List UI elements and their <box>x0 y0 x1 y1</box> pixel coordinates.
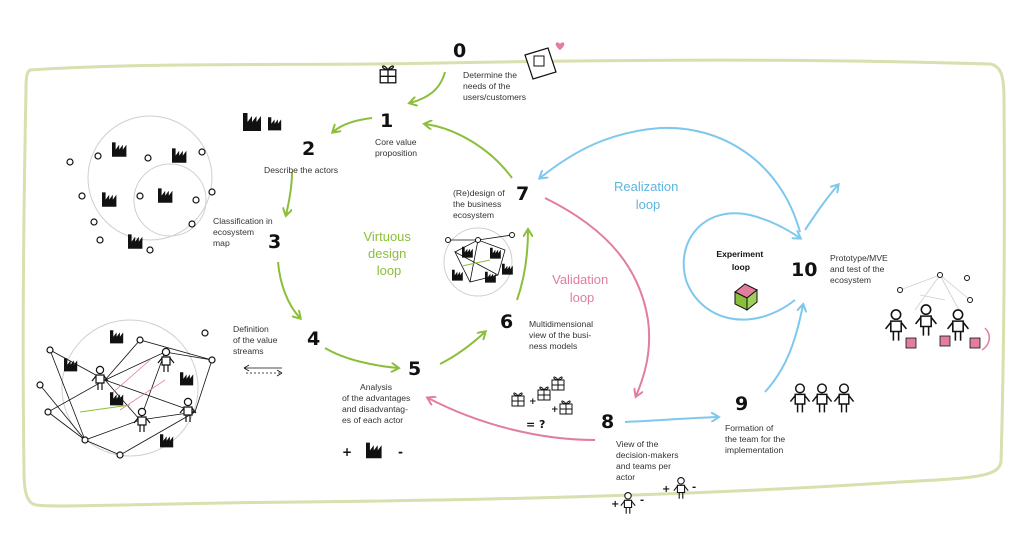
step-label-2: Describe the actors <box>264 165 338 175</box>
team-illustration <box>789 383 855 414</box>
virtuous-loop-arrows <box>277 71 528 368</box>
step-number-1: 1 <box>380 110 393 132</box>
step-number-10: 10 <box>791 259 817 281</box>
factory-icon <box>243 113 282 131</box>
minus-sign: - <box>398 445 403 459</box>
step-label-6: Multidimensional view of the busi- ness … <box>529 319 595 351</box>
step-number-3: 3 <box>268 231 281 253</box>
experiment-loop-title: Experiment loop <box>716 249 765 272</box>
step-label-5: Analysis of the advantages and disadvant… <box>342 382 413 425</box>
svg-text:+: + <box>611 499 619 510</box>
pro-con-illustration: + - <box>342 442 403 459</box>
svg-text:+: + <box>529 397 537 407</box>
gift-equation-illustration: + + = ? <box>511 376 573 431</box>
step-number-6: 6 <box>500 311 513 333</box>
step-label-8: View of the decision-makers and teams pe… <box>616 439 681 482</box>
ecosystem-map-illustration <box>66 115 216 254</box>
redesign-network-illustration <box>443 227 515 297</box>
step-label-0: Determine the needs of the users/custome… <box>463 70 526 102</box>
step-number-5: 5 <box>408 358 421 380</box>
svg-text:-: - <box>692 482 696 493</box>
decision-makers-illustration: + - + - <box>611 477 696 515</box>
svg-text:= ?: = ? <box>526 418 545 431</box>
step-number-0: 0 <box>453 40 466 62</box>
svg-text:+: + <box>662 484 670 495</box>
realization-loop-title: Realization loop <box>614 179 682 212</box>
validation-loop-title: Validation loop <box>552 272 612 305</box>
experiment-cube-icon <box>734 283 758 312</box>
step-label-1: Core value proposition <box>375 137 419 158</box>
step-label-4: Definition of the value streams <box>233 324 280 356</box>
svg-text:+: + <box>551 405 559 415</box>
step-label-7: (Re)design of the business ecosystem <box>453 188 507 220</box>
svg-text:-: - <box>640 495 644 506</box>
step-number-7: 7 <box>516 183 529 205</box>
step-label-9: Formation of the team for the implementa… <box>725 423 788 455</box>
gift-icon <box>379 65 397 84</box>
frame-outline <box>21 58 1006 508</box>
step-number-2: 2 <box>302 138 315 160</box>
validation-loop-arrows <box>428 197 651 441</box>
plus-sign: + <box>342 445 352 459</box>
document-icon <box>524 42 565 80</box>
step-number-8: 8 <box>601 411 614 433</box>
virtuous-design-loop-title: Virtuous design loop <box>363 229 414 278</box>
realization-loop-arrows <box>540 126 838 423</box>
step-label-3: Classification in ecosystem map <box>213 216 275 248</box>
value-stream-arrows <box>243 364 283 377</box>
step-label-10: Prototype/MVE and test of the ecosystem <box>830 253 890 285</box>
step-number-4: 4 <box>307 328 320 350</box>
prototype-test-illustration <box>884 272 990 351</box>
step-number-9: 9 <box>735 393 748 415</box>
value-streams-network <box>36 319 216 459</box>
